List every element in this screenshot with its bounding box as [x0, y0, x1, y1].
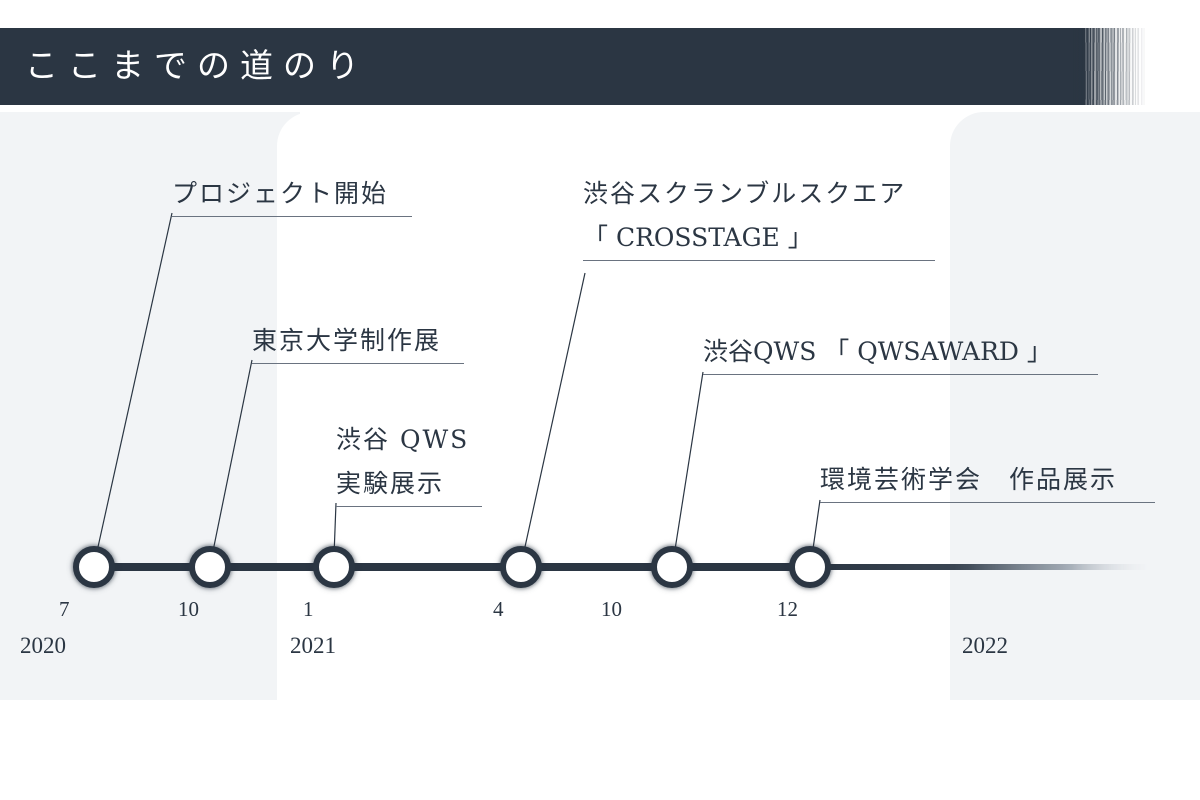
header-banner-brush-edge-detail [1078, 28, 1138, 105]
timeline-node-5[interactable] [651, 546, 693, 588]
annotation-crosstage-line-1: 渋谷スクランブルスクエア [583, 179, 907, 208]
annotation-qws-award-underline [703, 374, 1098, 375]
annotation-qws-experiment-line-1: 渋谷 QWS [336, 425, 470, 454]
month-label-1: 7 [59, 597, 70, 621]
timeline-node-4[interactable] [500, 546, 542, 588]
header-banner [0, 28, 1085, 105]
annotation-crosstage: 渋谷スクランブルスクエア 「 CROSSTAGE 」 [583, 172, 935, 261]
annotation-todai-exhibition-line-1: 東京大学制作展 [252, 326, 442, 355]
year-label-2021: 2021 [290, 633, 336, 658]
annotation-project-start: プロジェクト開始 [172, 172, 412, 217]
month-label-4: 4 [493, 597, 504, 621]
month-label-5: 10 [601, 597, 622, 621]
annotation-kankyo-geijutsu-line-1: 環境芸術学会 作品展示 [820, 465, 1118, 494]
annotation-crosstage-underline [583, 260, 935, 261]
annotation-qws-experiment-line-2: 実験展示 [336, 469, 445, 498]
timeline-axis [88, 563, 828, 571]
background-panel-center [277, 112, 950, 700]
month-label-6: 12 [777, 597, 798, 621]
annotation-qws-award: 渋谷QWS 「 QWSAWARD 」 [703, 330, 1098, 375]
annotation-project-start-underline [172, 216, 412, 217]
annotation-qws-award-line-1: 渋谷QWS 「 QWSAWARD 」 [703, 337, 1052, 366]
timeline-node-2[interactable] [189, 546, 231, 588]
timeline-node-6[interactable] [789, 546, 831, 588]
annotation-crosstage-line-2: 「 CROSSTAGE 」 [583, 223, 813, 252]
month-label-3: 1 [303, 597, 314, 621]
timeline-node-3[interactable] [313, 546, 355, 588]
background-panel-right [950, 112, 1200, 700]
annotation-project-start-line-1: プロジェクト開始 [172, 179, 389, 208]
page-title: ここまでの道のり [25, 46, 369, 85]
year-label-2020: 2020 [20, 633, 66, 658]
annotation-qws-experiment-underline [336, 506, 482, 507]
month-label-2: 10 [178, 597, 199, 621]
annotation-todai-exhibition: 東京大学制作展 [252, 319, 464, 364]
annotation-kankyo-geijutsu: 環境芸術学会 作品展示 [820, 458, 1155, 503]
annotation-todai-exhibition-underline [252, 363, 464, 364]
timeline-axis-tail [820, 564, 1155, 570]
year-label-2022: 2022 [962, 633, 1008, 658]
annotation-kankyo-geijutsu-underline [820, 502, 1155, 503]
timeline-node-1[interactable] [73, 546, 115, 588]
annotation-qws-experiment: 渋谷 QWS 実験展示 [336, 418, 482, 507]
